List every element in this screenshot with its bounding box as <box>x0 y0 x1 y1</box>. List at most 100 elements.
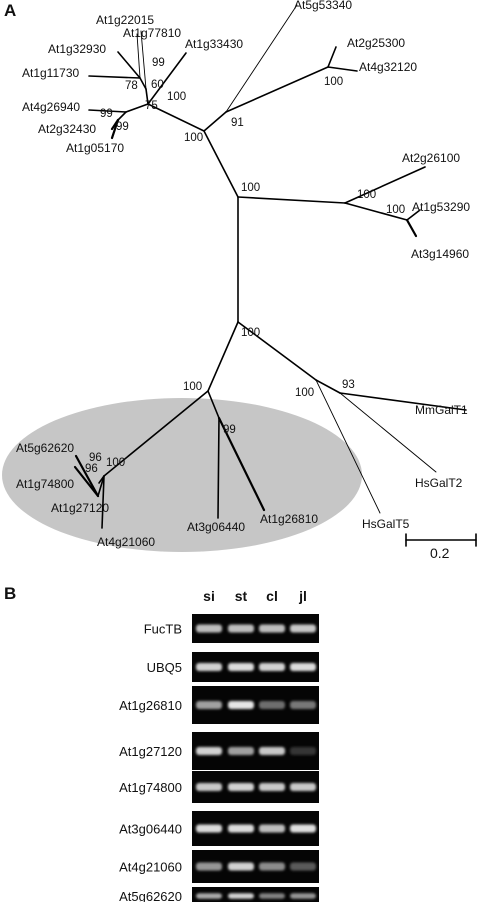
leaf-label: At1g74800 <box>16 477 74 491</box>
bootstrap-value: 99 <box>100 108 113 120</box>
leaf-label: HsGalT2 <box>415 476 463 490</box>
leaf-label: At3g14960 <box>411 247 469 261</box>
branch <box>74 454 100 498</box>
bootstrap-value: 100 <box>295 387 314 399</box>
bootstrap-value: 96 <box>85 463 98 475</box>
leaf-label: At1g27120 <box>51 501 109 515</box>
bootstrap-value: 99 <box>152 57 165 69</box>
branch <box>315 379 381 514</box>
gene-label: UBQ5 <box>147 660 182 675</box>
branch <box>110 118 120 140</box>
gel-band <box>196 893 222 899</box>
branch <box>140 30 147 90</box>
branch <box>217 417 220 519</box>
phylogenetic-tree: A <box>2 0 477 561</box>
gel-band <box>196 862 222 871</box>
gel-row-At1g27120 <box>192 732 319 770</box>
leaf-label: At1g22015 <box>96 13 154 27</box>
leaf-labels: At5g53340 At2g25300 At4g32120 At1g22015 … <box>16 0 470 549</box>
gel-row-At1g26810 <box>192 686 319 724</box>
bootstrap-value: 100 <box>386 204 405 216</box>
leaf-label: At1g26810 <box>260 512 318 526</box>
gel-band <box>259 701 285 709</box>
gel-row-At3g06440 <box>192 811 319 846</box>
branch <box>327 46 337 68</box>
bootstrap-value: 93 <box>342 379 355 391</box>
bootstrap-value: 100 <box>357 189 376 201</box>
branch <box>327 66 358 72</box>
leaf-label: At2g32430 <box>38 122 96 136</box>
branch <box>405 218 418 238</box>
bootstrap-values: 100 91 99 60 78 75 100 99 99 100 100 100… <box>85 57 405 475</box>
lane-label-cl: cl <box>266 588 278 604</box>
leaf-label: At5g62620 <box>16 441 74 455</box>
tree-branches <box>73 4 477 547</box>
bootstrap-value: 99 <box>116 121 129 133</box>
branch <box>136 33 141 79</box>
gene-label: At4g21060 <box>119 860 182 875</box>
branch <box>237 196 346 204</box>
branch <box>217 416 266 512</box>
leaf-label: At4g21060 <box>97 535 155 549</box>
branch <box>147 103 205 132</box>
leaf-label: At1g32930 <box>48 42 106 56</box>
branch <box>88 75 141 79</box>
bootstrap-value: 91 <box>231 117 244 129</box>
gene-labels: FucTBUBQ5At1g26810At1g27120At1g74800At3g… <box>119 622 182 902</box>
gel-band <box>196 747 222 755</box>
branch <box>97 475 105 497</box>
gel-band <box>259 824 285 833</box>
leaf-label: At2g25300 <box>347 36 405 50</box>
branch <box>203 111 227 132</box>
branch <box>225 66 329 113</box>
gel-band <box>228 893 254 899</box>
branch <box>344 202 408 221</box>
gel-band <box>228 862 254 871</box>
gel-band <box>259 624 285 633</box>
gel-band <box>290 747 316 755</box>
branch <box>203 130 239 198</box>
gel-band <box>259 663 285 671</box>
gel-band <box>196 663 222 671</box>
gene-label: FucTB <box>144 622 182 637</box>
bootstrap-value: 60 <box>151 79 164 91</box>
branch <box>406 209 421 221</box>
branch <box>103 390 209 477</box>
gel-band <box>228 783 254 791</box>
branch <box>339 392 467 411</box>
branch <box>237 321 317 381</box>
gel-background <box>192 887 319 902</box>
leaf-label: HsGalT5 <box>362 517 410 531</box>
gene-label: At1g26810 <box>119 698 182 713</box>
leaf-label: At4g26940 <box>22 100 80 114</box>
branch <box>339 392 437 473</box>
panel-a-label: A <box>4 1 16 20</box>
branch <box>117 51 141 79</box>
gel-band <box>196 624 222 633</box>
gel-band <box>259 893 285 899</box>
leaf-label: At5g53340 <box>294 0 352 12</box>
leaf-label: At1g53290 <box>412 200 470 214</box>
gel-band <box>228 701 254 709</box>
branch <box>73 465 100 498</box>
gel-band <box>228 624 254 633</box>
gel-band <box>290 624 316 633</box>
panel-b-label: B <box>4 584 16 603</box>
leaf-label: At1g33430 <box>185 37 243 51</box>
leaf-label: At1g11730 <box>22 66 79 80</box>
leaf-label: At1g05170 <box>66 141 124 155</box>
gel-band <box>228 824 254 833</box>
gene-label: At5g62620 <box>119 889 182 902</box>
gel-row-At5g62620 <box>192 887 319 902</box>
gel-rows <box>192 614 319 902</box>
gene-label: At3g06440 <box>119 822 182 837</box>
branch <box>139 77 147 90</box>
scale-bar-label: 0.2 <box>430 545 450 561</box>
gel-band <box>290 783 316 791</box>
branch <box>147 52 187 105</box>
bootstrap-value: 100 <box>184 132 203 144</box>
branch <box>315 379 341 394</box>
gel-band <box>290 824 316 833</box>
bootstrap-value: 99 <box>223 424 236 436</box>
